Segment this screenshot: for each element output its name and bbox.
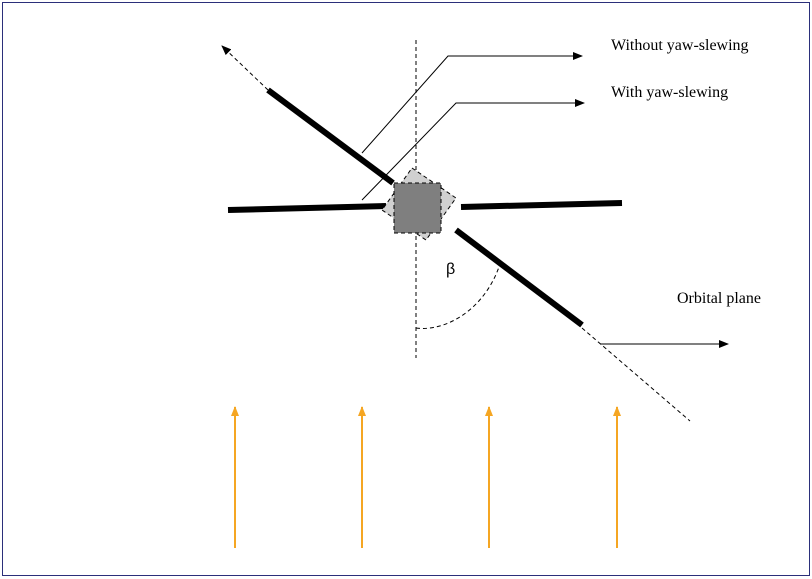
- panel-horizontal-left: [227, 203, 387, 213]
- panel-diagonal-lower: [454, 227, 584, 328]
- leader-line-without-yaw: [361, 52, 583, 154]
- beta-angle-arc: [415, 263, 501, 329]
- label-orbital-plane: Orbital plane: [677, 290, 761, 307]
- label-beta: β: [446, 261, 455, 278]
- satellite-body: [393, 182, 442, 234]
- leader-line-with-yaw: [361, 99, 585, 201]
- orbit-axis-lower-dashed: [581, 327, 691, 422]
- orbit-axis-upper-dashed: [221, 45, 269, 91]
- label-without-yaw-slewing: Without yaw-slewing: [611, 37, 749, 54]
- panel-diagonal-upper: [266, 87, 395, 186]
- label-with-yaw-slewing: With yaw-slewing: [611, 84, 728, 101]
- panel-horizontal-right: [460, 200, 623, 210]
